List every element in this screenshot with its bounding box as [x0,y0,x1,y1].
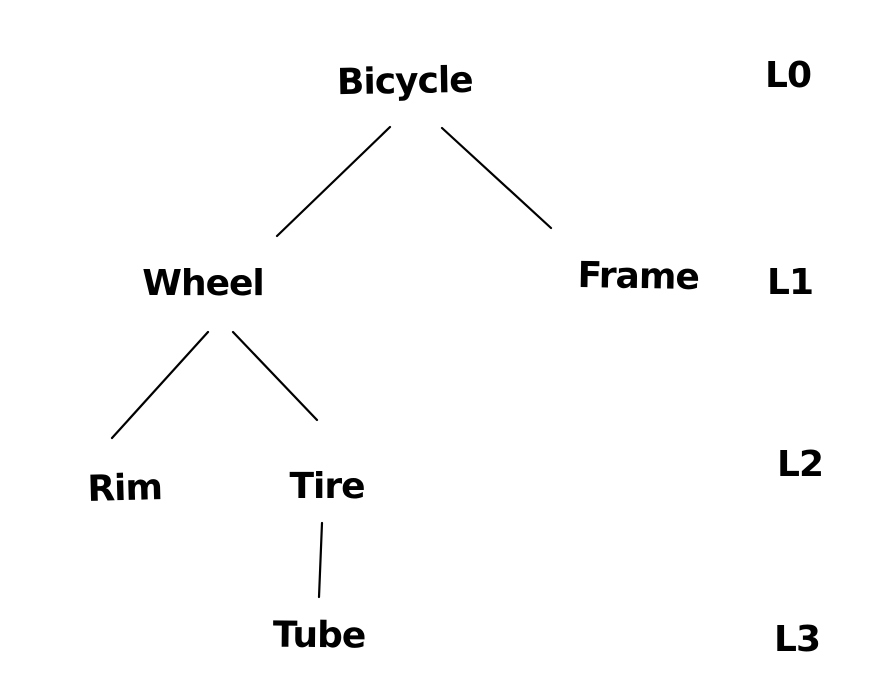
edge-wheel-tire [231,330,319,422]
node-tire: Tire [289,466,364,507]
node-bicycle: Bicycle [337,60,473,103]
level-label-l1: L1 [767,262,813,303]
node-wheel: Wheel [142,263,264,304]
node-frame: Frame [577,255,699,298]
level-label-l3: L3 [774,619,820,660]
node-rim: Rim [87,467,163,510]
node-tube: Tube [273,615,366,657]
edge-bicycle-frame [440,126,553,230]
edge-wheel-rim [110,330,210,440]
level-label-l2: L2 [777,444,823,485]
level-label-l0: L0 [765,55,811,96]
edge-tire-tube [317,521,324,599]
edge-bicycle-wheel [275,125,392,238]
